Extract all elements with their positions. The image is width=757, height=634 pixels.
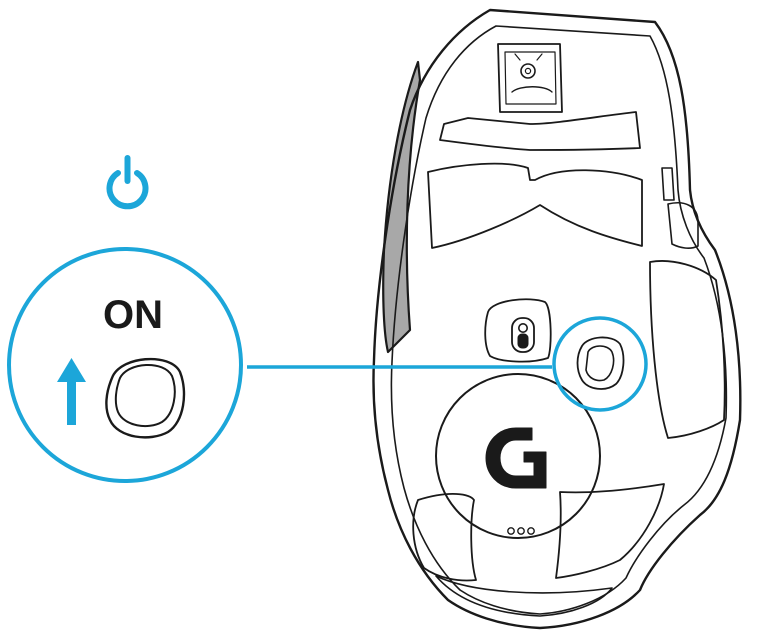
bottom-plate <box>435 373 601 539</box>
mouse-underside <box>372 8 742 630</box>
screw-icon <box>520 63 536 79</box>
sensor-window <box>511 317 535 353</box>
skate-side <box>649 260 726 439</box>
side-button-upper <box>661 167 675 201</box>
mouse-body-outline <box>372 8 742 630</box>
switch-magnified <box>105 357 186 439</box>
skate-bottom-left <box>412 493 477 582</box>
skate-bottom <box>435 575 613 617</box>
g-logo-icon <box>485 427 547 489</box>
sensor-housing <box>484 298 552 363</box>
weight-compartment <box>497 43 563 113</box>
mouse-body-rim <box>390 25 728 615</box>
callout-ring-small <box>552 316 648 412</box>
arrow-up-icon <box>57 358 86 425</box>
power-switch <box>576 336 625 390</box>
three-dot-indicator-icon <box>507 527 535 535</box>
skate-top <box>439 111 641 151</box>
callout: ON <box>7 155 648 483</box>
side-button-lower <box>667 202 699 249</box>
skate-middle <box>427 162 643 249</box>
side-grip <box>382 60 422 354</box>
on-label: ON <box>103 293 163 337</box>
skate-bottom-right <box>555 483 665 579</box>
power-icon <box>106 155 149 210</box>
